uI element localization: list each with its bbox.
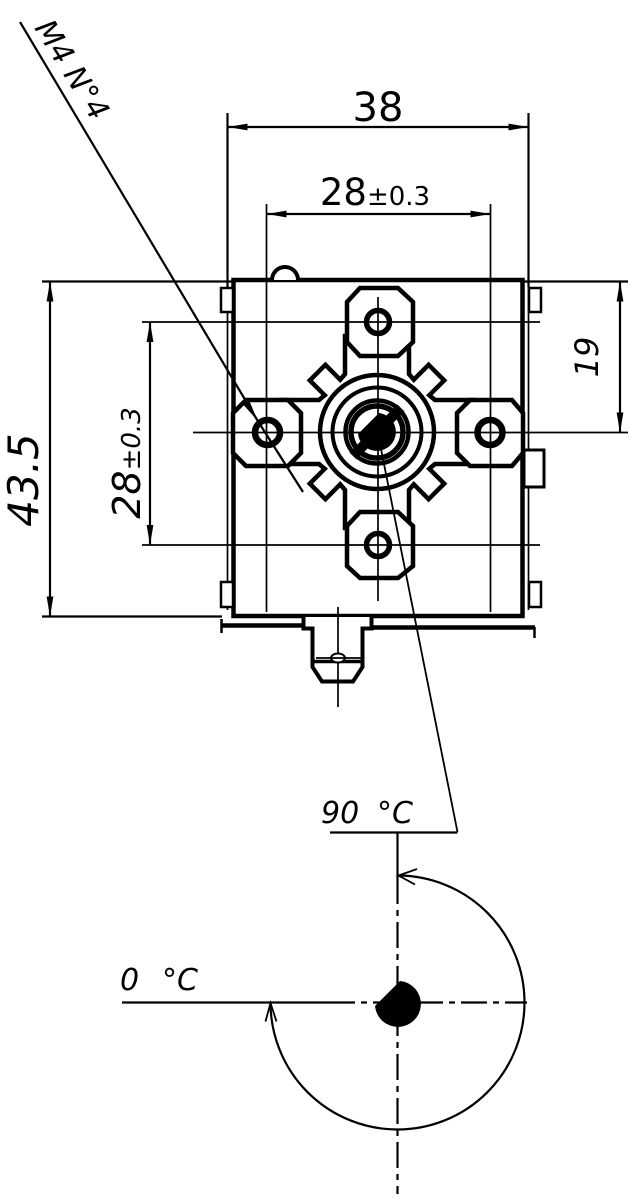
leader-shaft-to-diagram (380, 448, 459, 833)
dim-text-hole-pitch-h: 28±0.3 (320, 171, 430, 214)
arrowhead (242, 399, 258, 421)
min-temp-label: 0 °C (120, 963, 198, 998)
rotation-diagram: 90 °C 0 °C (120, 796, 527, 1194)
dim-top-to-center: 19 (523, 280, 628, 433)
dim-text-overall-width: 38 (353, 85, 404, 131)
rotation-arc (269, 874, 526, 1131)
dim-text-top-to-center: 19 (568, 337, 606, 378)
dim-overall-height: 43.5 (0, 280, 233, 618)
arc-open-arrow-top (396, 868, 418, 886)
max-temp-unit: °C (377, 796, 413, 831)
side-tab-left-top (219, 286, 235, 314)
shaft-d-symbol (375, 981, 421, 1027)
arrowhead (470, 210, 491, 218)
arrowhead (616, 412, 624, 433)
arc-open-arrow-left (264, 999, 278, 1022)
front-view (142, 204, 628, 707)
max-temp-value: 90 (321, 796, 359, 831)
dim-overall-width: 38 (226, 85, 530, 287)
side-bracket-right (522, 448, 546, 489)
arrowhead (46, 281, 54, 302)
arrowhead (266, 210, 287, 218)
terminal-stem (301, 607, 374, 707)
side-tab-left-bottom (219, 580, 235, 609)
dimensions: 38 28±0.3 43.5 28±0.3 (0, 85, 628, 618)
arrowhead (508, 123, 529, 131)
bottom-flange (220, 619, 536, 638)
min-temp-value: 0 (120, 963, 139, 998)
min-temp-unit: °C (162, 963, 198, 998)
dim-hole-pitch-vertical: 28±0.3 (105, 322, 154, 545)
side-tab-right-top (527, 286, 543, 314)
arrowhead (616, 281, 624, 302)
arrowhead (227, 123, 248, 131)
arrowhead (46, 596, 54, 617)
side-tab-right-bottom (527, 580, 543, 609)
dim-text-hole-pitch-v: 28±0.3 (105, 407, 149, 519)
dim-text-overall-height: 43.5 (0, 433, 48, 527)
spring-dome (270, 265, 300, 281)
max-temp-label: 90 °C (321, 796, 458, 834)
arrowhead (146, 525, 154, 545)
dim-hole-pitch-horizontal: 28±0.3 (266, 171, 491, 218)
arrowhead (146, 322, 154, 342)
